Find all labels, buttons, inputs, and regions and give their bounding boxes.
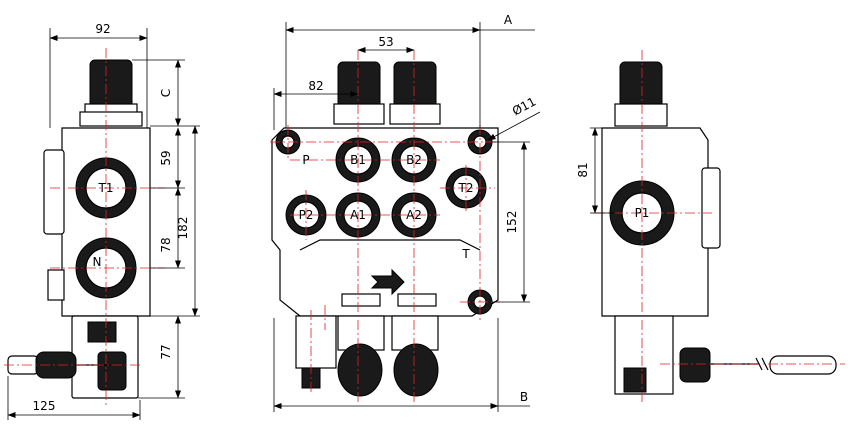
front-cap-2-base — [389, 103, 441, 125]
right-cap — [619, 61, 663, 109]
side-cap — [89, 59, 133, 109]
front-side-actuator — [295, 315, 337, 369]
right-cap-base — [614, 103, 668, 127]
front-cap-2 — [393, 61, 437, 109]
side-left-lug — [47, 269, 65, 301]
side-cap-base — [79, 111, 143, 127]
front-body — [271, 127, 499, 317]
right-side-view: P1 81 — [576, 50, 845, 405]
front-port-p2-label: P2 — [299, 208, 314, 222]
front-plate-2 — [397, 293, 437, 307]
front-boot-1 — [337, 343, 383, 397]
dim-front-hole-leader — [487, 111, 541, 141]
side-actuator-boot — [97, 351, 127, 391]
dim-front-a: A — [504, 13, 513, 27]
front-port-t2-label: T2 — [458, 181, 474, 195]
side-actuator-block — [87, 321, 117, 343]
right-lever-boot — [679, 347, 711, 383]
front-actuator-2 — [391, 315, 439, 351]
front-view: P B1 B2 T2 P2 A1 A2 T A 53 82 Ø11 152 B — [270, 13, 541, 412]
front-cap-1-base — [333, 103, 385, 125]
front-boot-2 — [393, 343, 439, 397]
dim-front-53: 53 — [378, 35, 393, 49]
front-port-b2-label: B2 — [406, 153, 422, 167]
front-body-contour — [299, 239, 481, 251]
side-port-n-label: N — [93, 255, 102, 269]
dim-side-182: 182 — [176, 217, 190, 240]
side-left-boss — [43, 149, 65, 235]
front-cap-1 — [337, 61, 381, 109]
dim-side-59: 59 — [159, 150, 173, 165]
front-plate-1 — [341, 293, 381, 307]
dim-front-82: 82 — [308, 79, 323, 93]
side-view: T1 N 92 C 59 78 182 77 125 — [4, 22, 200, 420]
flow-direction-icon — [370, 268, 405, 296]
dim-side-width: 92 — [95, 22, 110, 36]
dim-front-b: B — [520, 390, 528, 404]
dim-side-78: 78 — [159, 237, 173, 252]
dim-side-125: 125 — [33, 399, 56, 413]
dim-side-c: C — [159, 89, 173, 97]
right-lever-knob — [769, 355, 837, 375]
front-port-a2-label: A2 — [406, 208, 422, 222]
front-port-b1-label: B1 — [350, 153, 366, 167]
side-port-t1-label: T1 — [98, 181, 114, 195]
front-port-p-mark: P — [302, 153, 309, 167]
front-port-t-mark: T — [461, 247, 470, 261]
right-port-p1-label: P1 — [635, 206, 650, 220]
right-boss — [701, 167, 721, 249]
dim-side-77: 77 — [159, 344, 173, 359]
dim-front-152: 152 — [505, 211, 519, 234]
front-port-a1-label: A1 — [350, 208, 366, 222]
dim-right-81: 81 — [576, 162, 590, 177]
